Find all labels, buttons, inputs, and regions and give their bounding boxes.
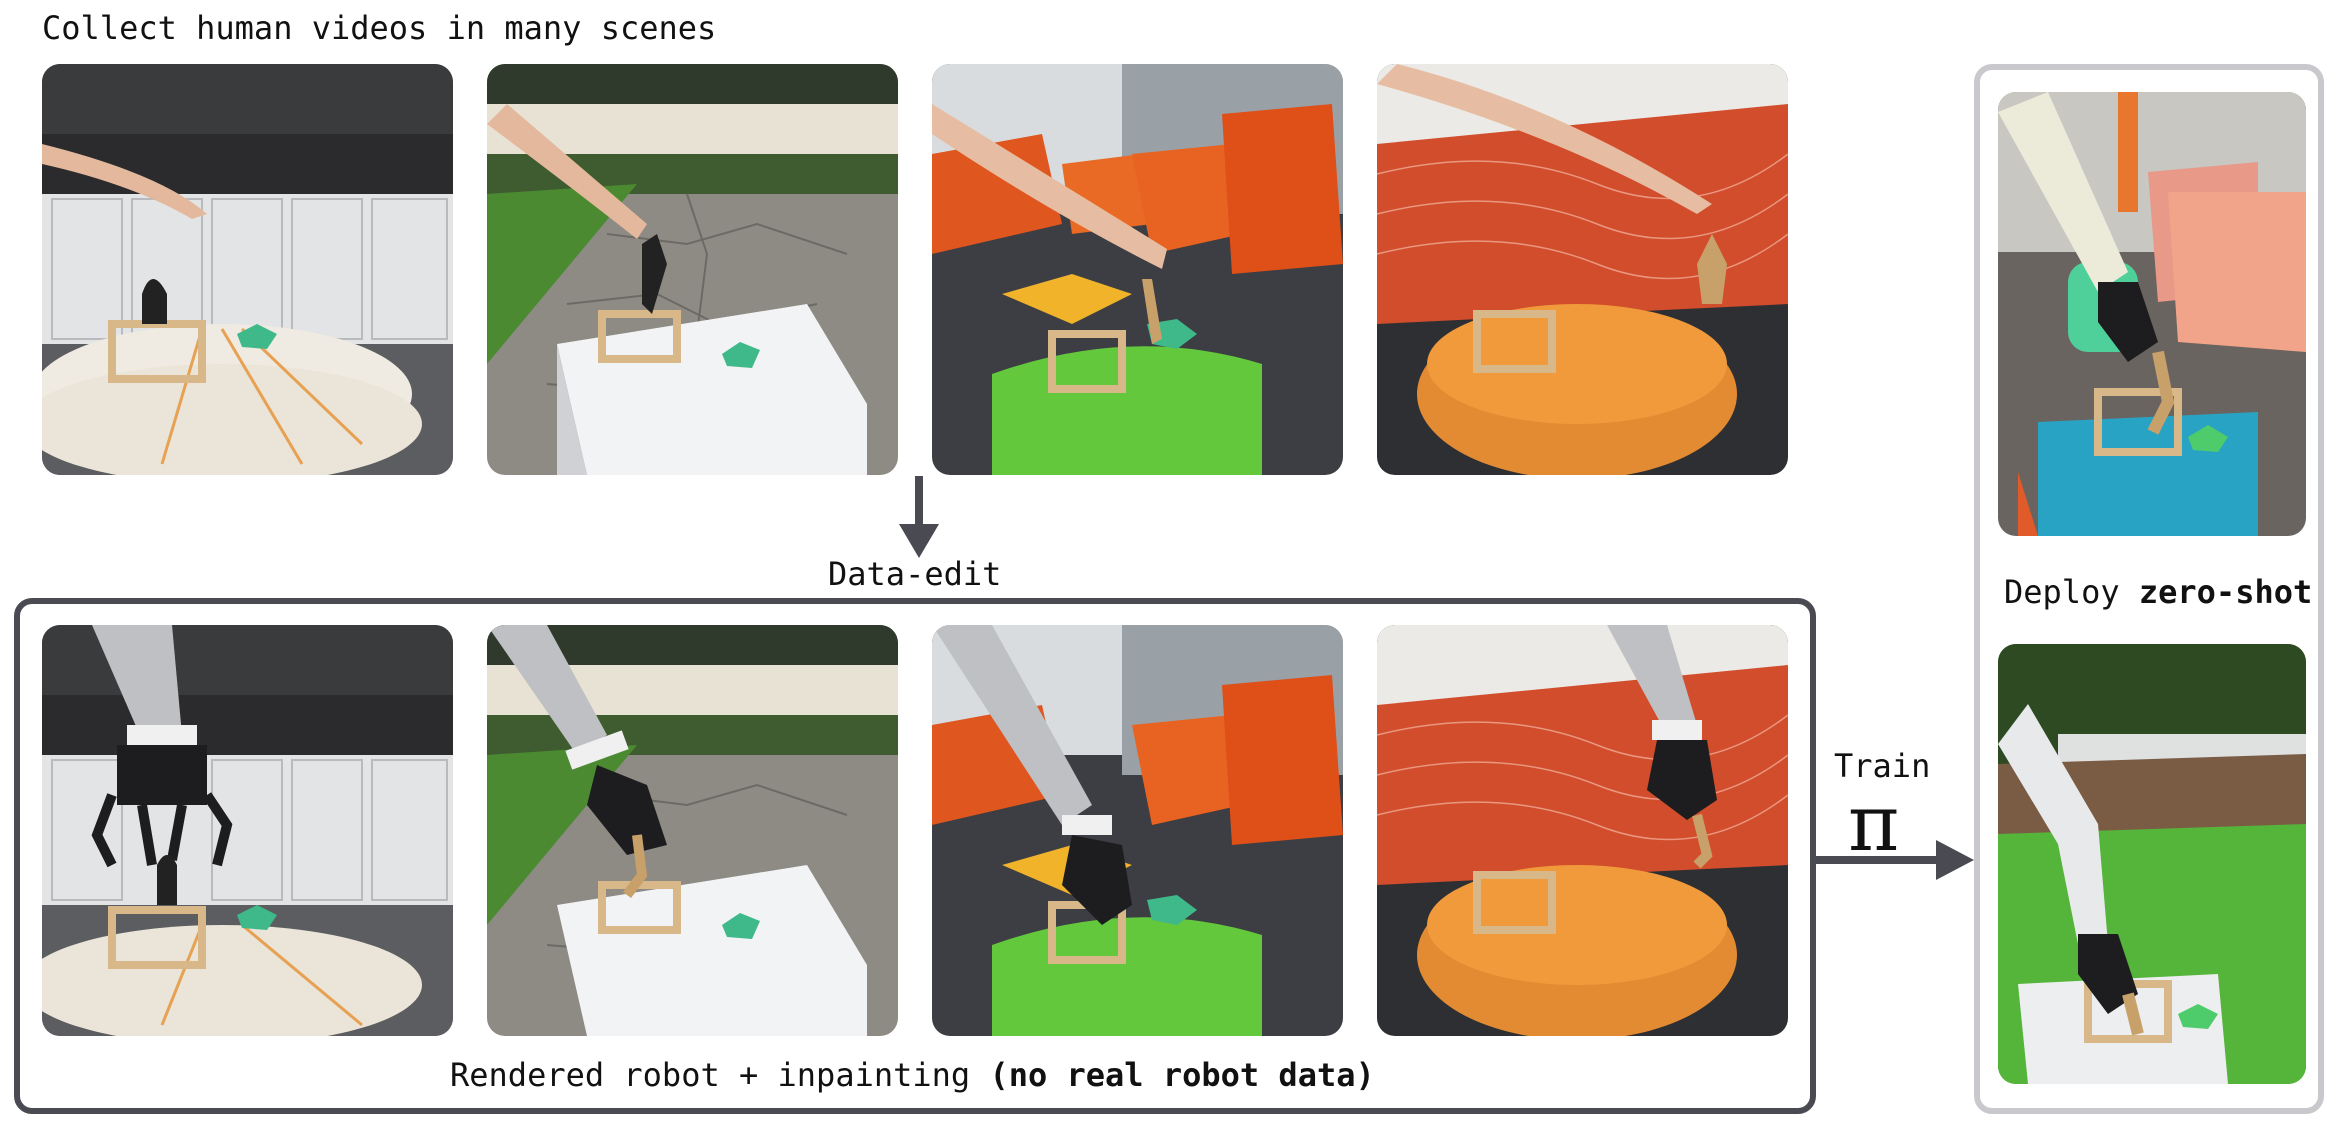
rendered-caption: Rendered robot + inpainting (no real rob… [450,1055,1375,1095]
data-edit-label: Data-edit [828,555,1002,593]
human-video-kitchen [42,64,453,475]
header-title: Collect human videos in many scenes [42,9,717,47]
rendered-caption-emphasis: (no real robot data) [989,1056,1375,1094]
down-arrow-icon [899,476,939,558]
human-video-patio [487,64,898,475]
rendered-robot-patio [487,625,898,1036]
deploy-caption-emphasis: zero-shot [2138,573,2313,611]
rendered-robot-panel [14,598,1816,1114]
deploy-caption: Deploy zero-shot [2004,572,2312,612]
rendered-robot-lounge-sofa [1377,625,1788,1036]
human-video-lounge-sofa [1377,64,1788,475]
rendered-caption-prefix: Rendered robot + inpainting [450,1056,990,1094]
deploy-caption-prefix: Deploy [2004,573,2139,611]
human-video-lounge-chairs [932,64,1343,475]
rendered-robot-kitchen [42,625,453,1036]
rendered-robot-lounge-chairs [932,625,1343,1036]
deploy-lounge-photo [1998,92,2306,536]
train-label: Train [1834,747,1931,785]
right-arrow-icon [1816,840,1974,880]
deploy-panel [1974,64,2324,1114]
deploy-outdoor-photo [1998,644,2306,1084]
policy-pi-symbol: π [1848,779,1900,869]
